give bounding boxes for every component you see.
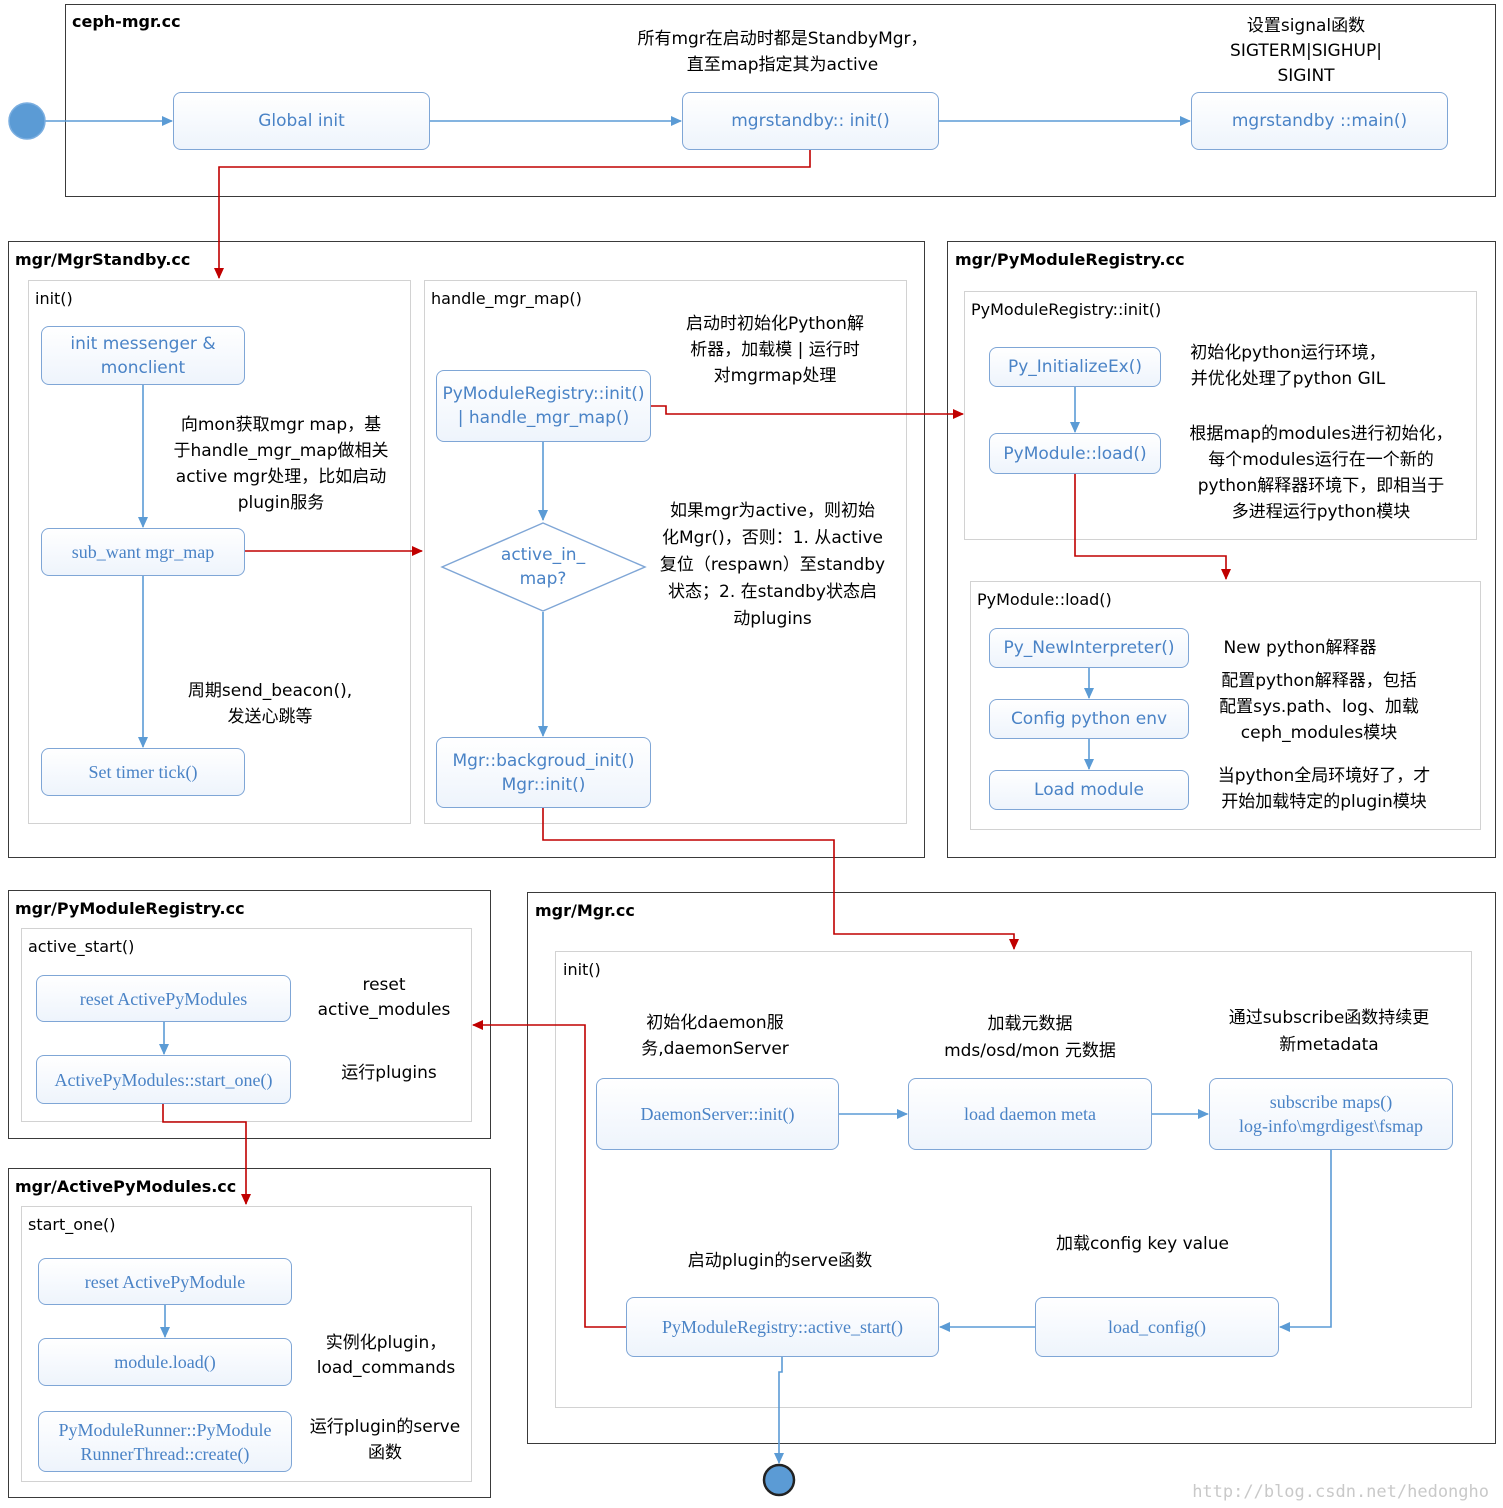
node-config-python-env[interactable]: Config python env (989, 699, 1189, 739)
node-init-messenger[interactable]: init messenger & monclient (41, 326, 245, 385)
note-init-python-env: 初始化python运行环境， 并优化处理了python GIL (1190, 343, 1386, 389)
frame-title-ceph-mgr: ceph-mgr.cc (72, 12, 181, 31)
node-load-config[interactable]: load_config() (1035, 1297, 1279, 1357)
node-load-daemon-meta[interactable]: load daemon meta (908, 1078, 1152, 1150)
frame-title-py-registry-top: mgr/PyModuleRegistry.cc (955, 250, 1185, 269)
note-send-beacon: 周期send_beacon(), 发送心跳等 (187, 681, 353, 727)
node-activepymodules-start-one[interactable]: ActivePyModules::start_one() (36, 1055, 291, 1104)
note-reset-modules: reset active_modules (317, 975, 451, 1020)
node-py-initializeex[interactable]: Py_InitializeEx() (989, 347, 1161, 387)
node-reset-activepymodule[interactable]: reset ActivePyModule (38, 1258, 292, 1305)
node-sub-want-mgr-map[interactable]: sub_want mgr_map (41, 528, 245, 576)
node-mgr-background-init[interactable]: Mgr::backgroud_init() Mgr::init() (436, 737, 651, 808)
note-run-serve: 运行plugin的serve 函数 (309, 1417, 461, 1463)
start-node (8, 102, 46, 140)
frame-title-mgr-standby: mgr/MgrStandby.cc (15, 250, 191, 269)
inner-title-pymodule-load: PyModule::load() (977, 590, 1112, 609)
note-when-env-ready: 当python全局环境好了，才 开始加载特定的plugin模块 (1217, 766, 1431, 812)
watermark: http://blog.csdn.net/hedongho (1192, 1482, 1489, 1502)
note-set-signal: 设置signal函数 SIGTERM|SIGHUP| SIGINT (1230, 16, 1382, 86)
node-subscribe-maps[interactable]: subscribe maps() log-info\mgrdigest\fsma… (1209, 1078, 1453, 1150)
note-subscribe-update: 通过subscribe函数持续更 新metadata (1228, 1008, 1430, 1055)
note-load-metadata: 加载元数据 mds/osd/mon 元数据 (944, 1014, 1116, 1061)
end-node (762, 1463, 796, 1497)
note-get-mgr-map: 向mon获取mgr map，基 于handle_mgr_map做相关 activ… (173, 415, 389, 513)
node-set-timer-tick[interactable]: Set timer tick() (41, 748, 245, 796)
inner-title-handle-mgr-map: handle_mgr_map() (431, 289, 582, 308)
edge-standby-init-to-standby (214, 150, 811, 279)
edge-subscribe-config (1279, 1150, 1332, 1332)
node-pymodule-load[interactable]: PyModule::load() (989, 433, 1161, 474)
node-module-load[interactable]: module.load() (38, 1338, 292, 1386)
note-start-serve: 启动plugin的serve函数 (687, 1251, 873, 1271)
inner-registry-init (964, 291, 1477, 540)
node-load-module[interactable]: Load module (989, 770, 1189, 810)
node-reset-activepymodules[interactable]: reset ActivePyModules (36, 975, 291, 1022)
note-new-python: New python解释器 (1223, 638, 1377, 658)
node-mgrstandby-main[interactable]: mgrstandby ::main() (1191, 92, 1448, 150)
frame-title-mgr-cc: mgr/Mgr.cc (535, 901, 635, 920)
note-init-python-parser: 启动时初始化Python解 析器，加载模 | 运行时 对mgrmap处理 (686, 314, 864, 386)
note-load-config-kv: 加载config key value (1055, 1234, 1230, 1254)
node-pymodulerunner-create[interactable]: PyModuleRunner::PyModule RunnerThread::c… (38, 1411, 292, 1472)
edge-activestart-end (774, 1356, 784, 1464)
note-init-by-map: 根据map的modules进行初始化， 每个modules运行在一个新的 pyt… (1189, 424, 1453, 522)
note-run-plugins: 运行plugins (341, 1063, 437, 1083)
node-registry-active-start[interactable]: PyModuleRegistry::active_start() (626, 1297, 939, 1357)
note-instantiate-plugin: 实例化plugin， load_commands (316, 1333, 456, 1378)
edge-load-to-pymodule (1074, 474, 1231, 580)
inner-title-mgr-init: init() (563, 960, 601, 979)
inner-title-start-one: start_one() (28, 1215, 116, 1234)
node-global-init[interactable]: Global init (173, 92, 430, 150)
node-daemonserver-init[interactable]: DaemonServer::init() (596, 1078, 839, 1150)
node-mgrstandby-init[interactable]: mgrstandby:: init() (682, 92, 939, 150)
note-init-daemon: 初始化daemon服 务,daemonServer (641, 1013, 789, 1059)
frame-title-active-py-modules: mgr/ActivePyModules.cc (15, 1177, 237, 1196)
inner-title-registry-init: PyModuleRegistry::init() (971, 300, 1162, 319)
edge-handle-to-registry (651, 405, 964, 419)
frame-title-py-registry-left: mgr/PyModuleRegistry.cc (15, 899, 245, 918)
edge-startone-to-activemodules (162, 1104, 251, 1205)
node-registry-init-handle[interactable]: PyModuleRegistry::init() | handle_mgr_ma… (436, 370, 651, 442)
note-all-standby: 所有mgr在启动时都是StandbyMgr， 直至map指定其为active (637, 29, 928, 75)
node-py-newinterpreter[interactable]: Py_NewInterpreter() (989, 628, 1189, 668)
inner-title-active-start: active_start() (28, 937, 135, 956)
decision-diamond (440, 522, 647, 612)
diamond-label-active-in-map: active_in_ map? (500, 545, 586, 589)
edge-mgr-to-mgrcc (542, 808, 1019, 950)
note-config-interpreter: 配置python解释器，包括 配置sys.path、log、加载 ceph_mo… (1219, 671, 1419, 743)
note-if-active: 如果mgr为active，则初始 化Mgr()，否则：1. 从active 复位… (659, 501, 886, 629)
edge-activestart-to-registry (472, 1020, 626, 1328)
inner-title-standby-init: init() (35, 289, 73, 308)
